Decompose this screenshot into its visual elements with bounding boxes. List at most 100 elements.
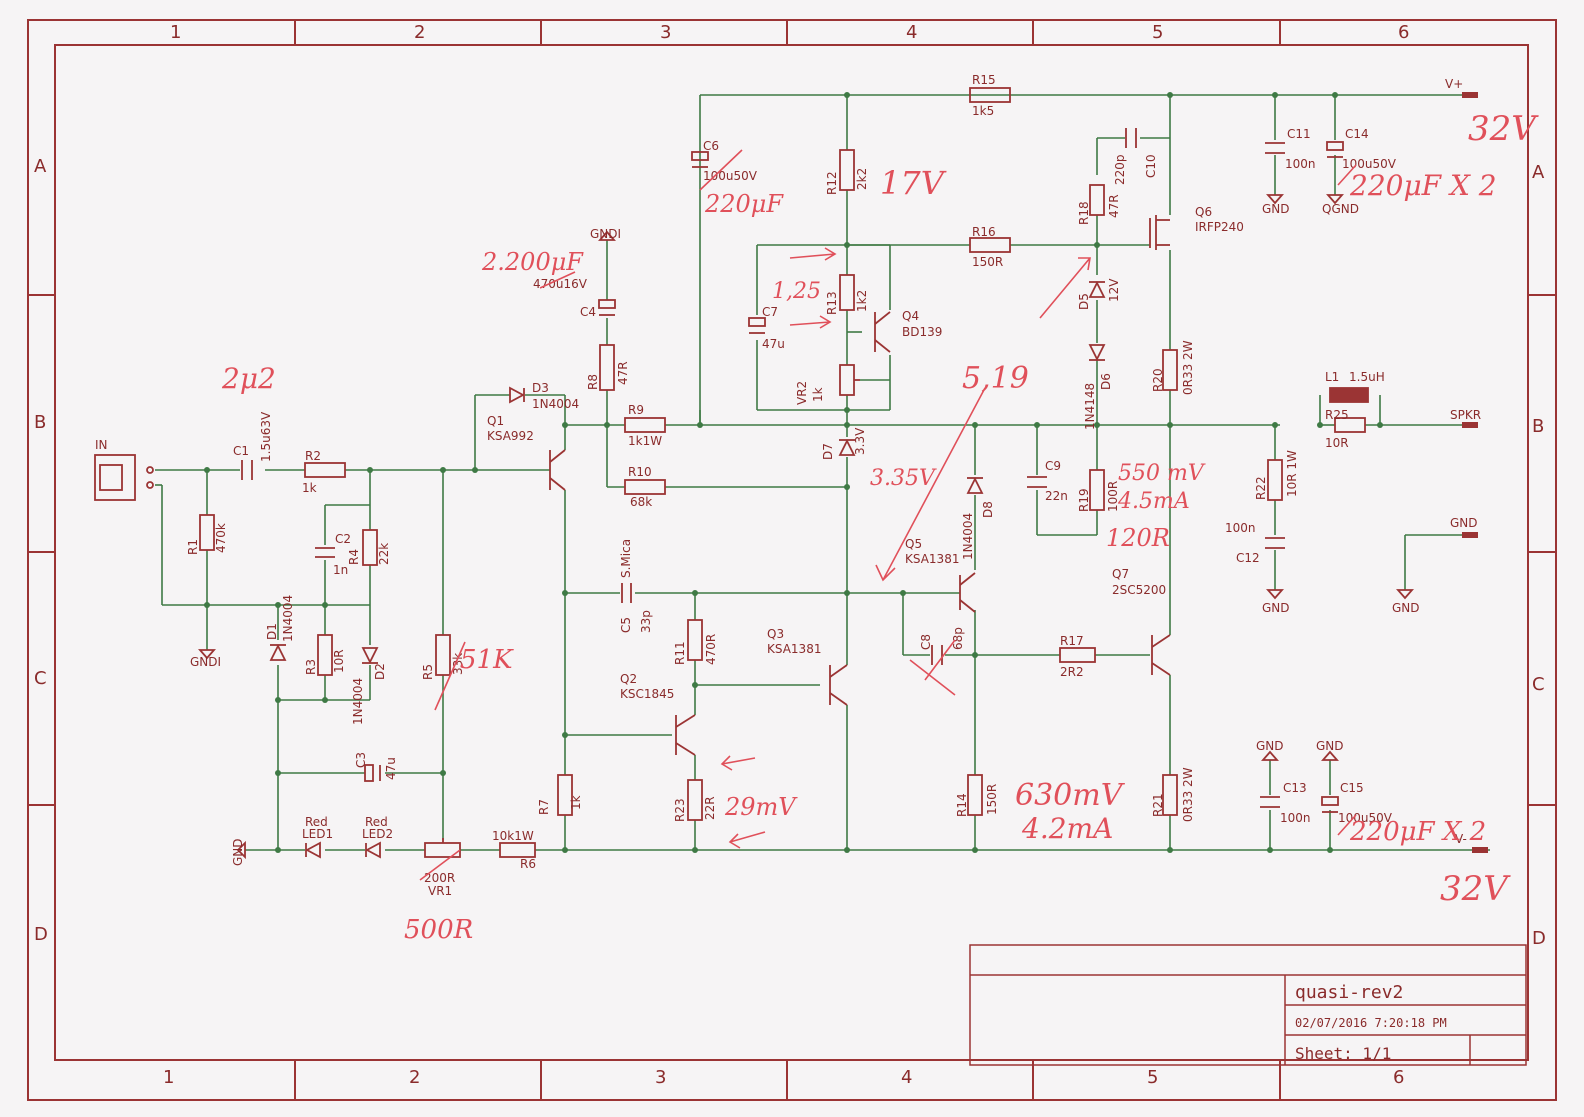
gnd-label: GND — [1392, 601, 1420, 615]
r18-ref: R18 — [1077, 201, 1091, 225]
r16-value: 150R — [972, 255, 1003, 269]
junction-dots — [204, 92, 1383, 853]
r22-ref: R22 — [1254, 476, 1268, 500]
r17-value: 2R2 — [1060, 665, 1084, 679]
col-label: 3 — [660, 22, 671, 43]
r9-value: 1k1W — [628, 434, 662, 448]
component-symbols — [94, 87, 1414, 860]
c1-value: 1.5u63V — [259, 411, 273, 462]
vr1-value: 200R — [424, 871, 455, 885]
c15-value: 100u50V — [1338, 811, 1393, 825]
r21-ref: R21 — [1151, 793, 1165, 817]
col-label: 2 — [414, 22, 425, 43]
col-label: 5 — [1152, 22, 1163, 43]
c5-ref: C5 — [619, 617, 633, 633]
q3-ref: Q3 — [767, 627, 784, 641]
r25-ref: R25 — [1325, 408, 1349, 422]
c1-ref: C1 — [233, 444, 249, 458]
wires — [155, 94, 1490, 851]
vplus-label: V+ — [1445, 77, 1463, 91]
r2-ref: R2 — [305, 449, 321, 463]
c8-ref: C8 — [919, 634, 933, 650]
l1-ref: L1 — [1325, 370, 1339, 384]
c2-value: 1n — [333, 563, 348, 577]
hw-d7-voltage: 3.35V — [870, 466, 937, 491]
gndi-label: GNDI — [190, 655, 221, 669]
gnd-label: GND — [1256, 739, 1284, 753]
r6-ref: R6 — [520, 857, 536, 871]
hw-r13-voltage: 1,25 — [772, 279, 821, 304]
r13-value: 1k2 — [855, 290, 869, 312]
l1-value: 1.5uH — [1349, 370, 1385, 384]
frame-row-labels: A B C D A B C D — [34, 156, 1546, 949]
q6-ref: Q6 — [1195, 205, 1212, 219]
hw-vminus-voltage: 32V — [1440, 869, 1511, 909]
r10-ref: R10 — [628, 465, 652, 479]
c11-ref: C11 — [1287, 127, 1311, 141]
r20-ref: R20 — [1151, 368, 1165, 392]
q6-value: IRFP240 — [1195, 220, 1244, 234]
r13-ref: R13 — [825, 291, 839, 315]
d8-value: 1N4004 — [961, 513, 975, 560]
q5-ref: Q5 — [905, 537, 922, 551]
hw-c4-value: 2.200μF — [481, 248, 584, 276]
c4-ref: C4 — [580, 305, 596, 319]
d5-ref: D5 — [1077, 293, 1091, 310]
c7-value: 47u — [762, 337, 785, 351]
r16-ref: R16 — [972, 225, 996, 239]
q3-value: KSA1381 — [767, 642, 821, 656]
c5-extra: S.Mica — [619, 539, 633, 578]
r7-ref: R7 — [537, 799, 551, 815]
gnd-label: GND — [1450, 516, 1478, 530]
q7-value: 2SC5200 — [1112, 583, 1166, 597]
hw-vplus-voltage: 32V — [1468, 109, 1539, 149]
hw-q5-base-voltage: 5,19 — [962, 361, 1029, 396]
c7-ref: C7 — [762, 305, 778, 319]
led1-ref: LED1 — [302, 827, 333, 841]
handwritten-annotations: 2μ2 2.200μF 220μF 17V 1,25 5,19 3.35V 55… — [221, 109, 1539, 945]
q2-ref: Q2 — [620, 672, 637, 686]
row-label: B — [1532, 416, 1544, 437]
r19-ref: R19 — [1077, 488, 1091, 512]
q7-ref: Q7 — [1112, 567, 1129, 581]
c14-ref: C14 — [1345, 127, 1369, 141]
c3-value: 47u — [384, 757, 398, 780]
vr2-value: 1k — [811, 387, 825, 402]
r14-ref: R14 — [955, 793, 969, 817]
in-connector-label: IN — [95, 438, 108, 452]
r2-value: 1k — [302, 481, 317, 495]
hw-r14-note2: 4.2mA — [1021, 812, 1113, 845]
row-label: D — [34, 924, 48, 945]
r6-value: 10k1W — [492, 829, 534, 843]
d7-value: 3.3V — [853, 427, 867, 455]
led2-value: Red — [365, 815, 388, 829]
drawing-title: quasi-rev2 — [1295, 982, 1403, 1003]
c15-ref: C15 — [1340, 781, 1364, 795]
c13-ref: C13 — [1283, 781, 1307, 795]
spkr-label: SPKR — [1450, 408, 1481, 422]
d5-value: 12V — [1107, 278, 1121, 302]
frame-column-labels: 1 2 3 4 5 6 1 2 3 4 5 6 — [163, 22, 1409, 1088]
col-label: 6 — [1393, 1067, 1404, 1088]
col-label: 1 — [170, 22, 181, 43]
col-label: 4 — [901, 1067, 912, 1088]
d2-value: 1N4004 — [351, 678, 365, 725]
hw-r19-note1: 550 mV — [1118, 461, 1206, 486]
hw-r23-voltage: 29mV — [724, 793, 798, 821]
col-label: 4 — [906, 22, 917, 43]
r14-value: 150R — [985, 784, 999, 815]
r12-ref: R12 — [825, 171, 839, 195]
r25-value: 10R — [1325, 436, 1349, 450]
hw-r12-voltage: 17V — [880, 164, 947, 202]
q2-value: KSC1845 — [620, 687, 674, 701]
c12-value: 100n — [1225, 521, 1256, 535]
q5-value: KSA1381 — [905, 552, 959, 566]
d1-ref: D1 — [265, 623, 279, 640]
r8-value: 47R — [616, 361, 630, 385]
c2-ref: C2 — [335, 532, 351, 546]
r7-value: 1k — [569, 795, 583, 810]
r1-value: 470k — [214, 523, 228, 553]
d3-ref: D3 — [532, 381, 549, 395]
r9-ref: R9 — [628, 403, 644, 417]
c12-ref: C12 — [1236, 551, 1260, 565]
